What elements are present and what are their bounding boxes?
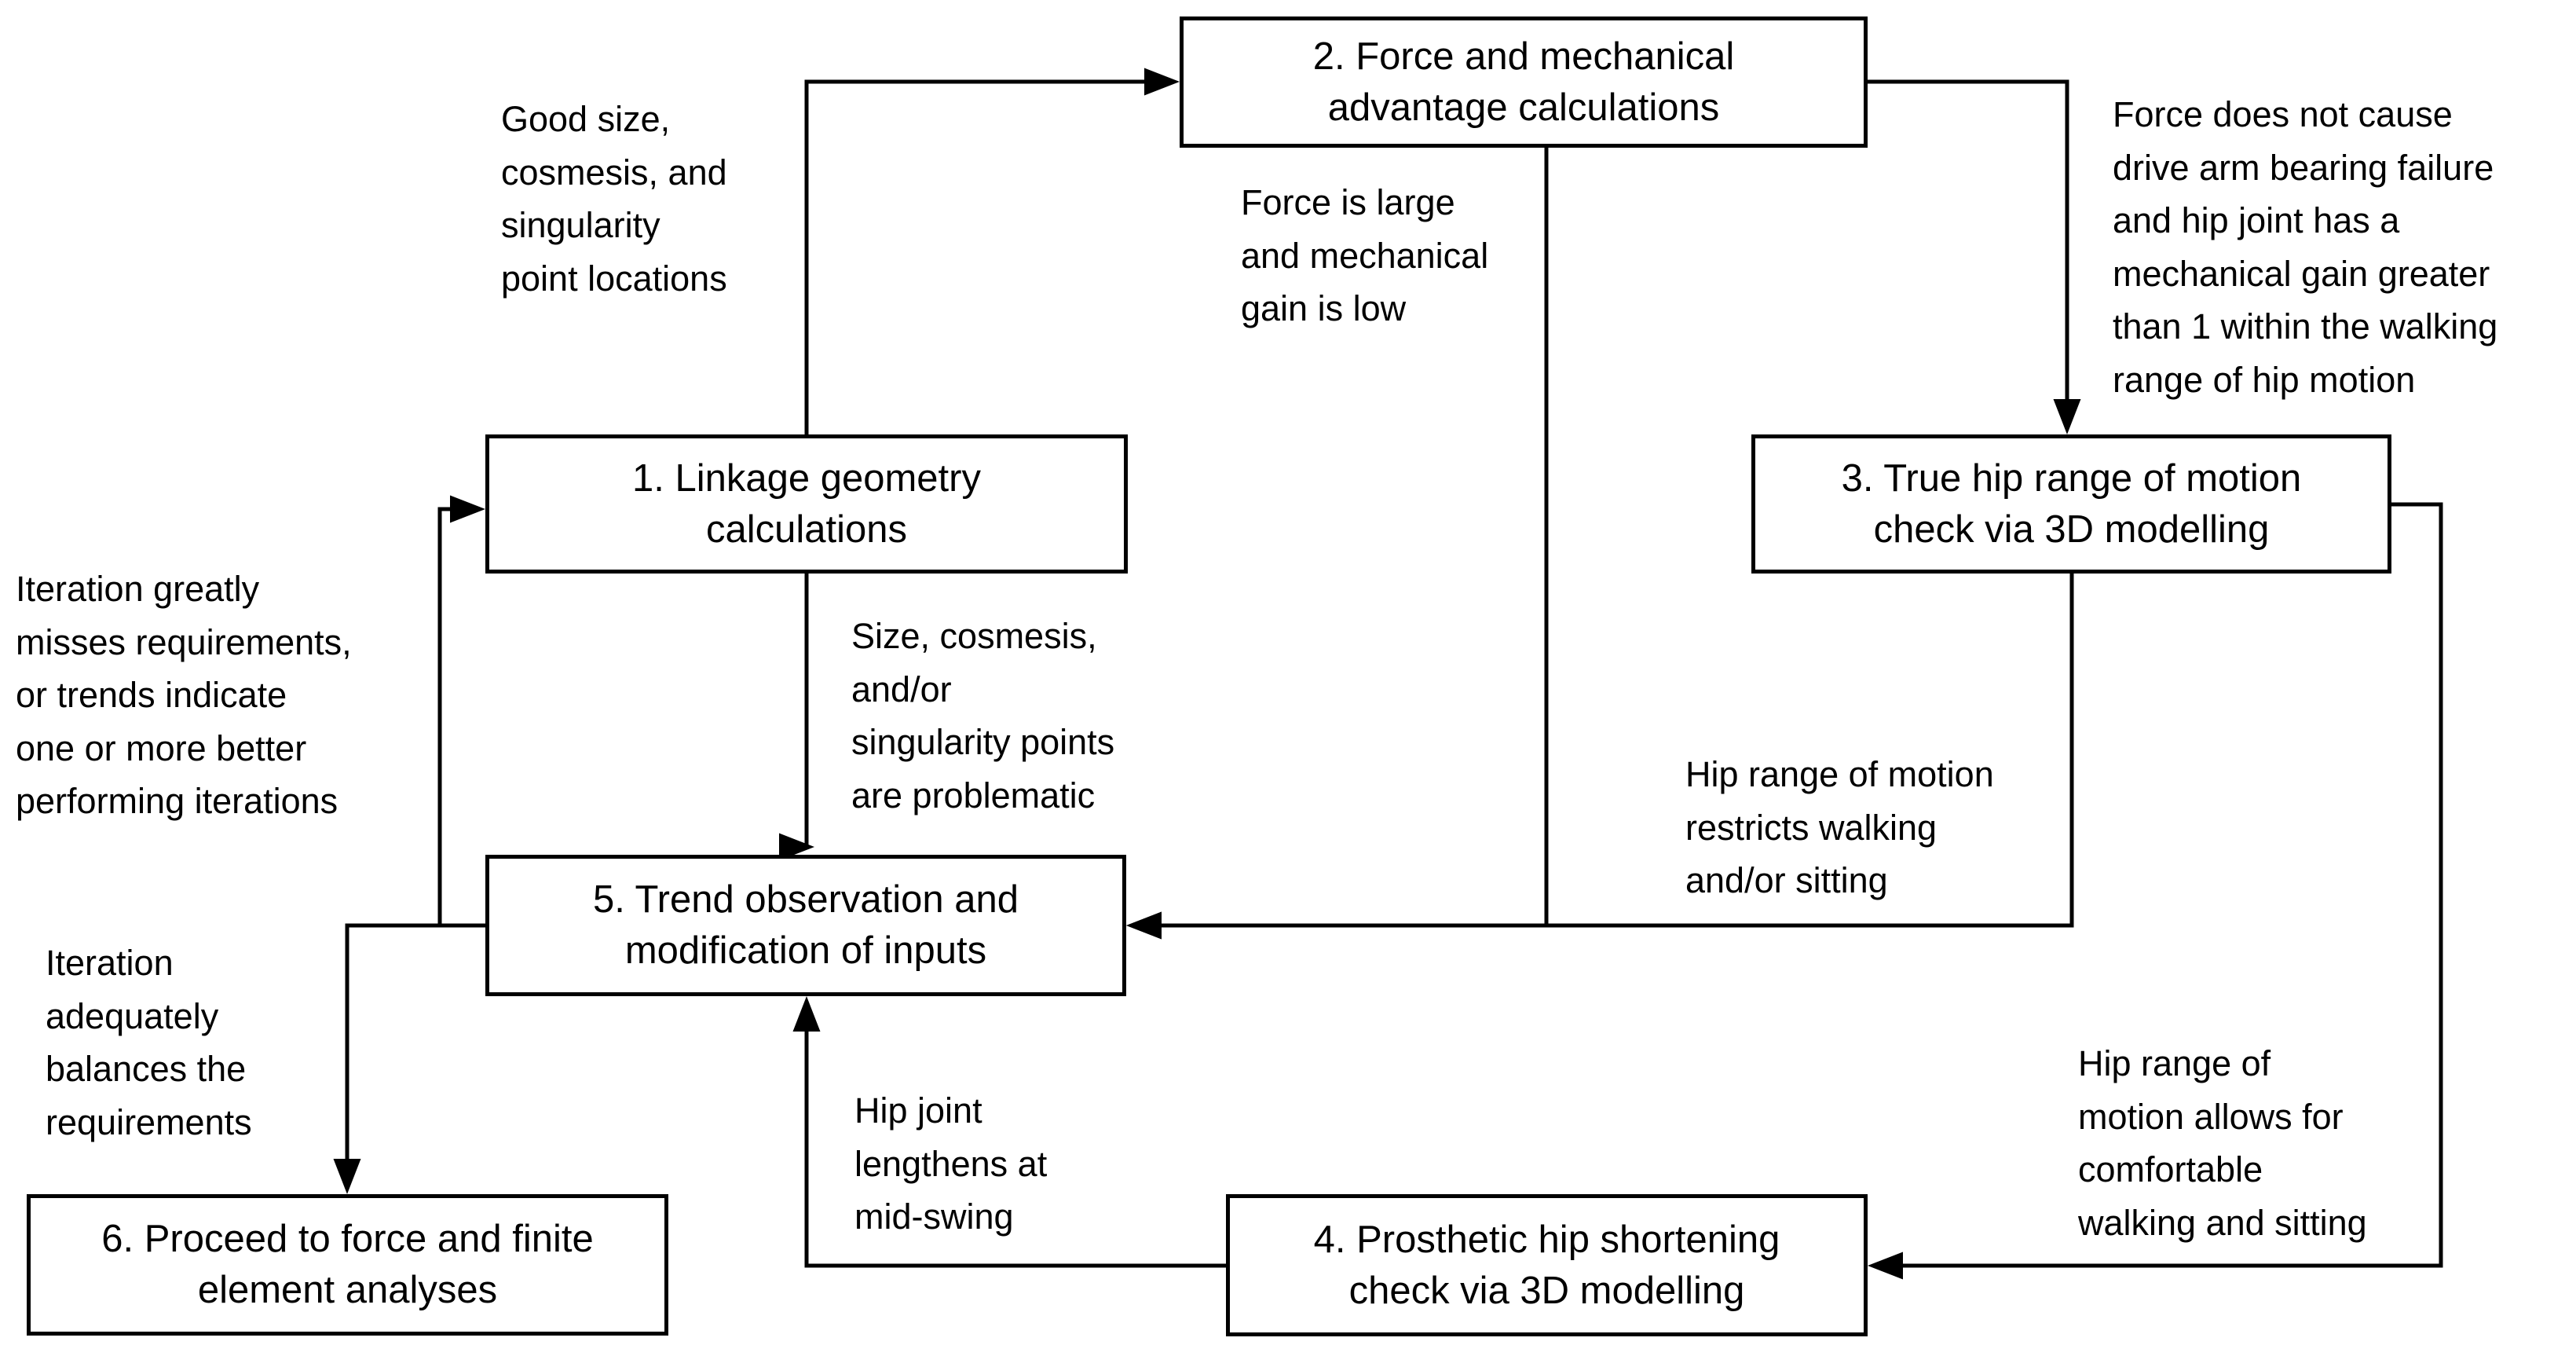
node-3-label: 3. True hip range of motion check via 3D…: [1841, 456, 2302, 551]
node-1-linkage-geometry: 1. Linkage geometry calculations: [485, 434, 1128, 574]
edge-label-iteration-balances-requirements: Iteration adequately balances the requir…: [46, 943, 252, 1142]
edge-label-iteration-misses-requirements: Iteration greatly misses requirements, o…: [16, 569, 352, 821]
edge-label-good-size-cosmesis: Good size, cosmesis, and singularity poi…: [501, 99, 727, 299]
node-4-hip-shortening-check: 4. Prosthetic hip shortening check via 3…: [1226, 1194, 1868, 1336]
node-5-trend-observation: 5. Trend observation and modification of…: [485, 855, 1126, 996]
node-5-label: 5. Trend observation and modification of…: [592, 878, 1019, 972]
node-4-label: 4. Prosthetic hip shortening check via 3…: [1313, 1218, 1780, 1312]
edge-label-rom-restricts-walking: Hip range of motion restricts walking an…: [1685, 754, 1994, 900]
edge-1-to-2-connector: [804, 68, 1180, 434]
edge-4-to-5-connector: [792, 996, 1226, 1268]
edge-5-to-6-connector: [333, 923, 485, 1194]
edge-label-rom-allows-comfortable: Hip range of motion allows for comfortab…: [2078, 1043, 2367, 1243]
node-6-label: 6. Proceed to force and finite element a…: [101, 1218, 594, 1311]
node-6-proceed-to-analyses: 6. Proceed to force and finite element a…: [27, 1194, 668, 1336]
node-1-label: 1. Linkage geometry calculations: [632, 456, 981, 551]
edge-5-to-1-connector: [437, 495, 485, 928]
node-2-label: 2. Force and mechanical advantage calcul…: [1312, 35, 1735, 129]
edge-2-to-3-connector: [1868, 79, 2081, 434]
edge-label-size-cosmesis-problematic: Size, cosmesis, and/or singularity point…: [851, 616, 1115, 815]
node-3-hip-range-of-motion-check: 3. True hip range of motion check via 3D…: [1751, 434, 2391, 574]
edge-3-to-4-connector: [1868, 502, 2443, 1280]
node-2-force-mechanical-advantage: 2. Force and mechanical advantage calcul…: [1180, 16, 1868, 148]
edge-label-hip-joint-lengthens: Hip joint lengthens at mid-swing: [854, 1090, 1048, 1237]
edge-label-force-no-bearing-failure: Force does not cause drive arm bearing f…: [2113, 94, 2498, 400]
edge-label-force-large-gain-low: Force is large and mechanical gain is lo…: [1241, 182, 1489, 328]
edge-3-to-5-connector: [1126, 574, 2074, 940]
